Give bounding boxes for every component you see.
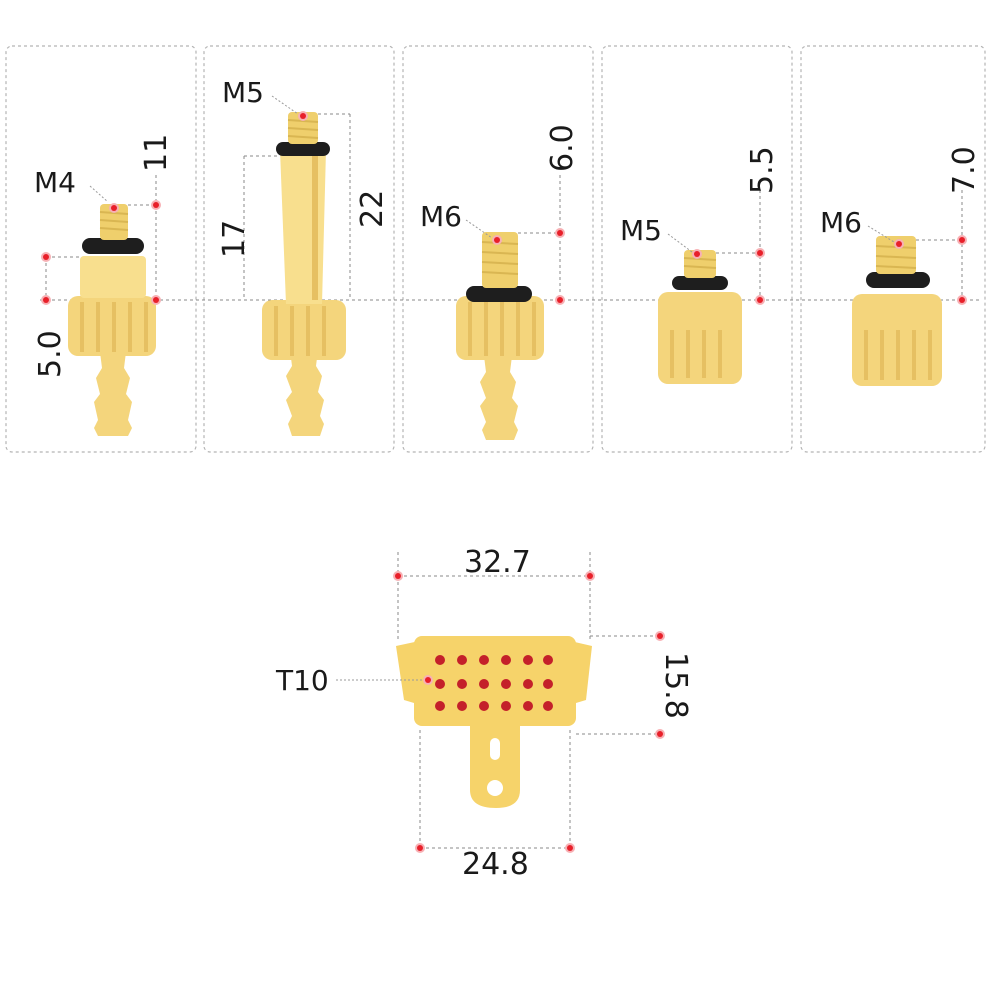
thread-label-m5-long: M5 <box>222 76 264 109</box>
thread-label-m6: M6 <box>420 200 462 233</box>
marker-6-bottom <box>557 297 563 303</box>
dim-5-0: 5.0 <box>33 330 68 378</box>
fitting-m4 <box>68 204 156 436</box>
dim-7-0: 7.0 <box>947 146 982 194</box>
dim-22: 22 <box>355 190 390 228</box>
marker-m5-short-tip <box>694 251 700 257</box>
leader-m5-long <box>271 95 299 115</box>
panel-frame-3 <box>402 45 594 453</box>
marker-32-7-left <box>395 573 401 579</box>
thread-label-m4: M4 <box>34 166 76 199</box>
fitting-m6-short <box>852 236 942 386</box>
marker-32-7-right <box>587 573 593 579</box>
dim-6-0: 6.0 <box>545 124 580 172</box>
thread-label-m6-short: M6 <box>820 206 862 239</box>
dim-5-5: 5.5 <box>745 146 780 194</box>
panel-frame-4 <box>601 45 793 453</box>
leader-m5-short <box>667 233 693 253</box>
marker-m6-short-tip <box>896 241 902 247</box>
marker-11-bottom <box>153 297 159 303</box>
marker-m6-tip <box>494 237 500 243</box>
marker-5-top <box>43 254 49 260</box>
dim-15-8: 15.8 <box>658 652 693 719</box>
fitting-m5-short <box>658 250 742 384</box>
dim-11: 11 <box>139 134 174 172</box>
marker-24-8-left <box>417 845 423 851</box>
marker-m5-long-tip <box>300 113 306 119</box>
marker-m4-tip <box>111 205 117 211</box>
dim-32-7: 32.7 <box>464 545 531 580</box>
dim-17: 17 <box>217 220 252 258</box>
marker-5-5-top <box>757 250 763 256</box>
thread-label-m5-short: M5 <box>620 214 662 247</box>
dim-24-8: 24.8 <box>462 847 529 882</box>
marker-7-bottom <box>959 297 965 303</box>
panel-frame-2 <box>203 45 395 453</box>
tool-label-t10: T10 <box>275 664 329 697</box>
marker-15-8-top <box>657 633 663 639</box>
marker-7-top <box>959 237 965 243</box>
marker-11-top <box>153 202 159 208</box>
marker-5-5-bottom <box>757 297 763 303</box>
leader-m6-short <box>867 225 895 243</box>
leader-m6 <box>465 219 493 239</box>
panel-frame-5 <box>800 45 986 453</box>
marker-24-8-right <box>567 845 573 851</box>
marker-5-bottom <box>43 297 49 303</box>
fitting-m5-long <box>262 112 346 436</box>
marker-t10 <box>425 677 431 683</box>
fitting-m6 <box>456 232 544 440</box>
tool-t10 <box>396 636 592 808</box>
panel-frame-1 <box>5 45 197 453</box>
marker-6-top <box>557 230 563 236</box>
leader-m4 <box>89 185 109 203</box>
marker-15-8-bottom <box>657 731 663 737</box>
